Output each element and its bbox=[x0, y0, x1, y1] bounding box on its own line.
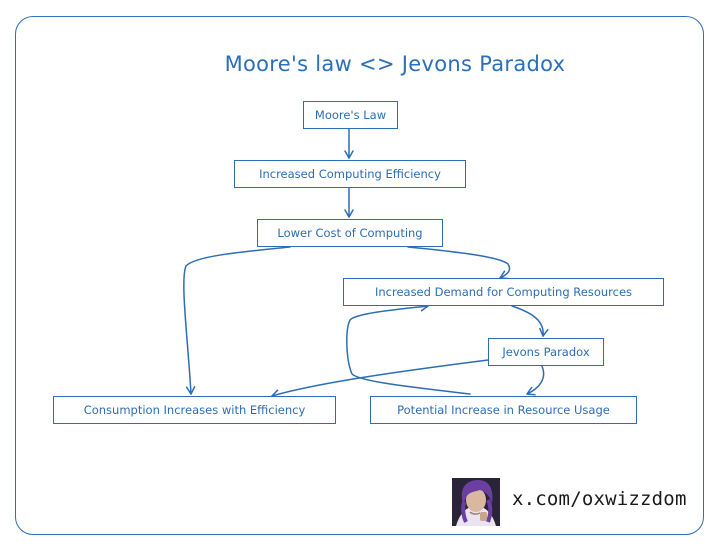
node-consumption-increases: Consumption Increases with Efficiency bbox=[53, 396, 336, 424]
node-jevons-paradox: Jevons Paradox bbox=[488, 338, 604, 366]
edge-demand-to-jevons bbox=[511, 305, 549, 337]
edge-lowercost-to-consumption bbox=[183, 246, 291, 395]
node-increased-computing-efficiency: Increased Computing Efficiency bbox=[234, 160, 466, 188]
edge-jevons-to-potential bbox=[526, 365, 545, 396]
profile-avatar-icon bbox=[452, 478, 500, 526]
edge-lowercost-to-demand bbox=[407, 246, 511, 280]
node-moores-law: Moore's Law bbox=[303, 101, 398, 129]
node-increased-demand: Increased Demand for Computing Resources bbox=[343, 278, 664, 306]
social-handle[interactable]: x.com/oxwizzdom bbox=[512, 488, 687, 510]
node-lower-cost-of-computing: Lower Cost of Computing bbox=[257, 219, 443, 247]
node-potential-increase: Potential Increase in Resource Usage bbox=[370, 396, 637, 424]
edge-jevons-to-consumption bbox=[271, 359, 489, 399]
diagram-title: Moore's law <> Jevons Paradox bbox=[224, 52, 566, 76]
edge-potential-to-demand bbox=[346, 302, 471, 395]
